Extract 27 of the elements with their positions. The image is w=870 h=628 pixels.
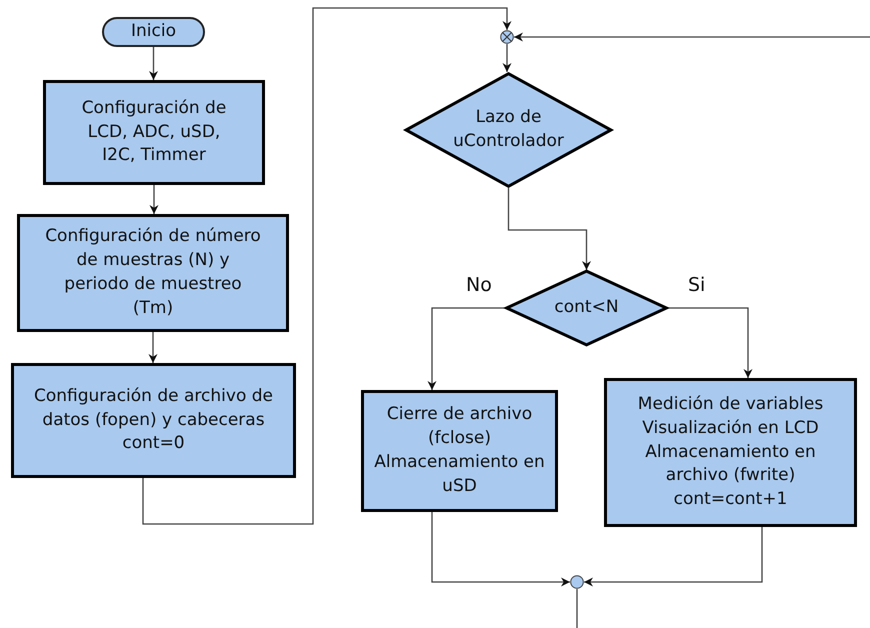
arrow	[508, 188, 591, 270]
arrow	[148, 332, 158, 363]
arrow	[150, 185, 158, 214]
process-box	[43, 80, 265, 185]
arrow	[668, 307, 752, 378]
decision-text: Lazo de uControlador	[452, 106, 565, 153]
step-text: Cierre de archivo (fclose) Almacenamiento en uSD	[373, 403, 546, 498]
arrow	[584, 527, 763, 586]
arrow	[514, 32, 870, 42]
step-text: Configuración de número de muestras (N) y periodo de muestreo (Tm)	[44, 225, 262, 320]
process-box	[604, 378, 857, 527]
step-text: Medición de variables Visualización en LCD Almacenamiento en archivo (fwrite) cont=cont+1	[636, 393, 824, 512]
arrow	[142, 7, 512, 525]
arrow	[502, 44, 512, 72]
summing-junction	[500, 30, 514, 44]
junction-circle	[570, 575, 584, 589]
process-box	[361, 390, 558, 512]
step-text: Configuración de LCD, ADC, uSD, I2C, Timmer	[80, 96, 228, 168]
arrow	[431, 512, 570, 586]
decision-text: cont<N	[553, 296, 620, 320]
process-box	[11, 363, 296, 478]
step-text: Configuración de archivo de datos (fopen) y cabeceras cont=0	[32, 384, 274, 456]
arrow	[149, 47, 158, 80]
terminal-label: Inicio	[131, 20, 176, 44]
start-terminal	[102, 17, 205, 47]
arrow	[428, 307, 505, 390]
process-box	[17, 214, 289, 332]
